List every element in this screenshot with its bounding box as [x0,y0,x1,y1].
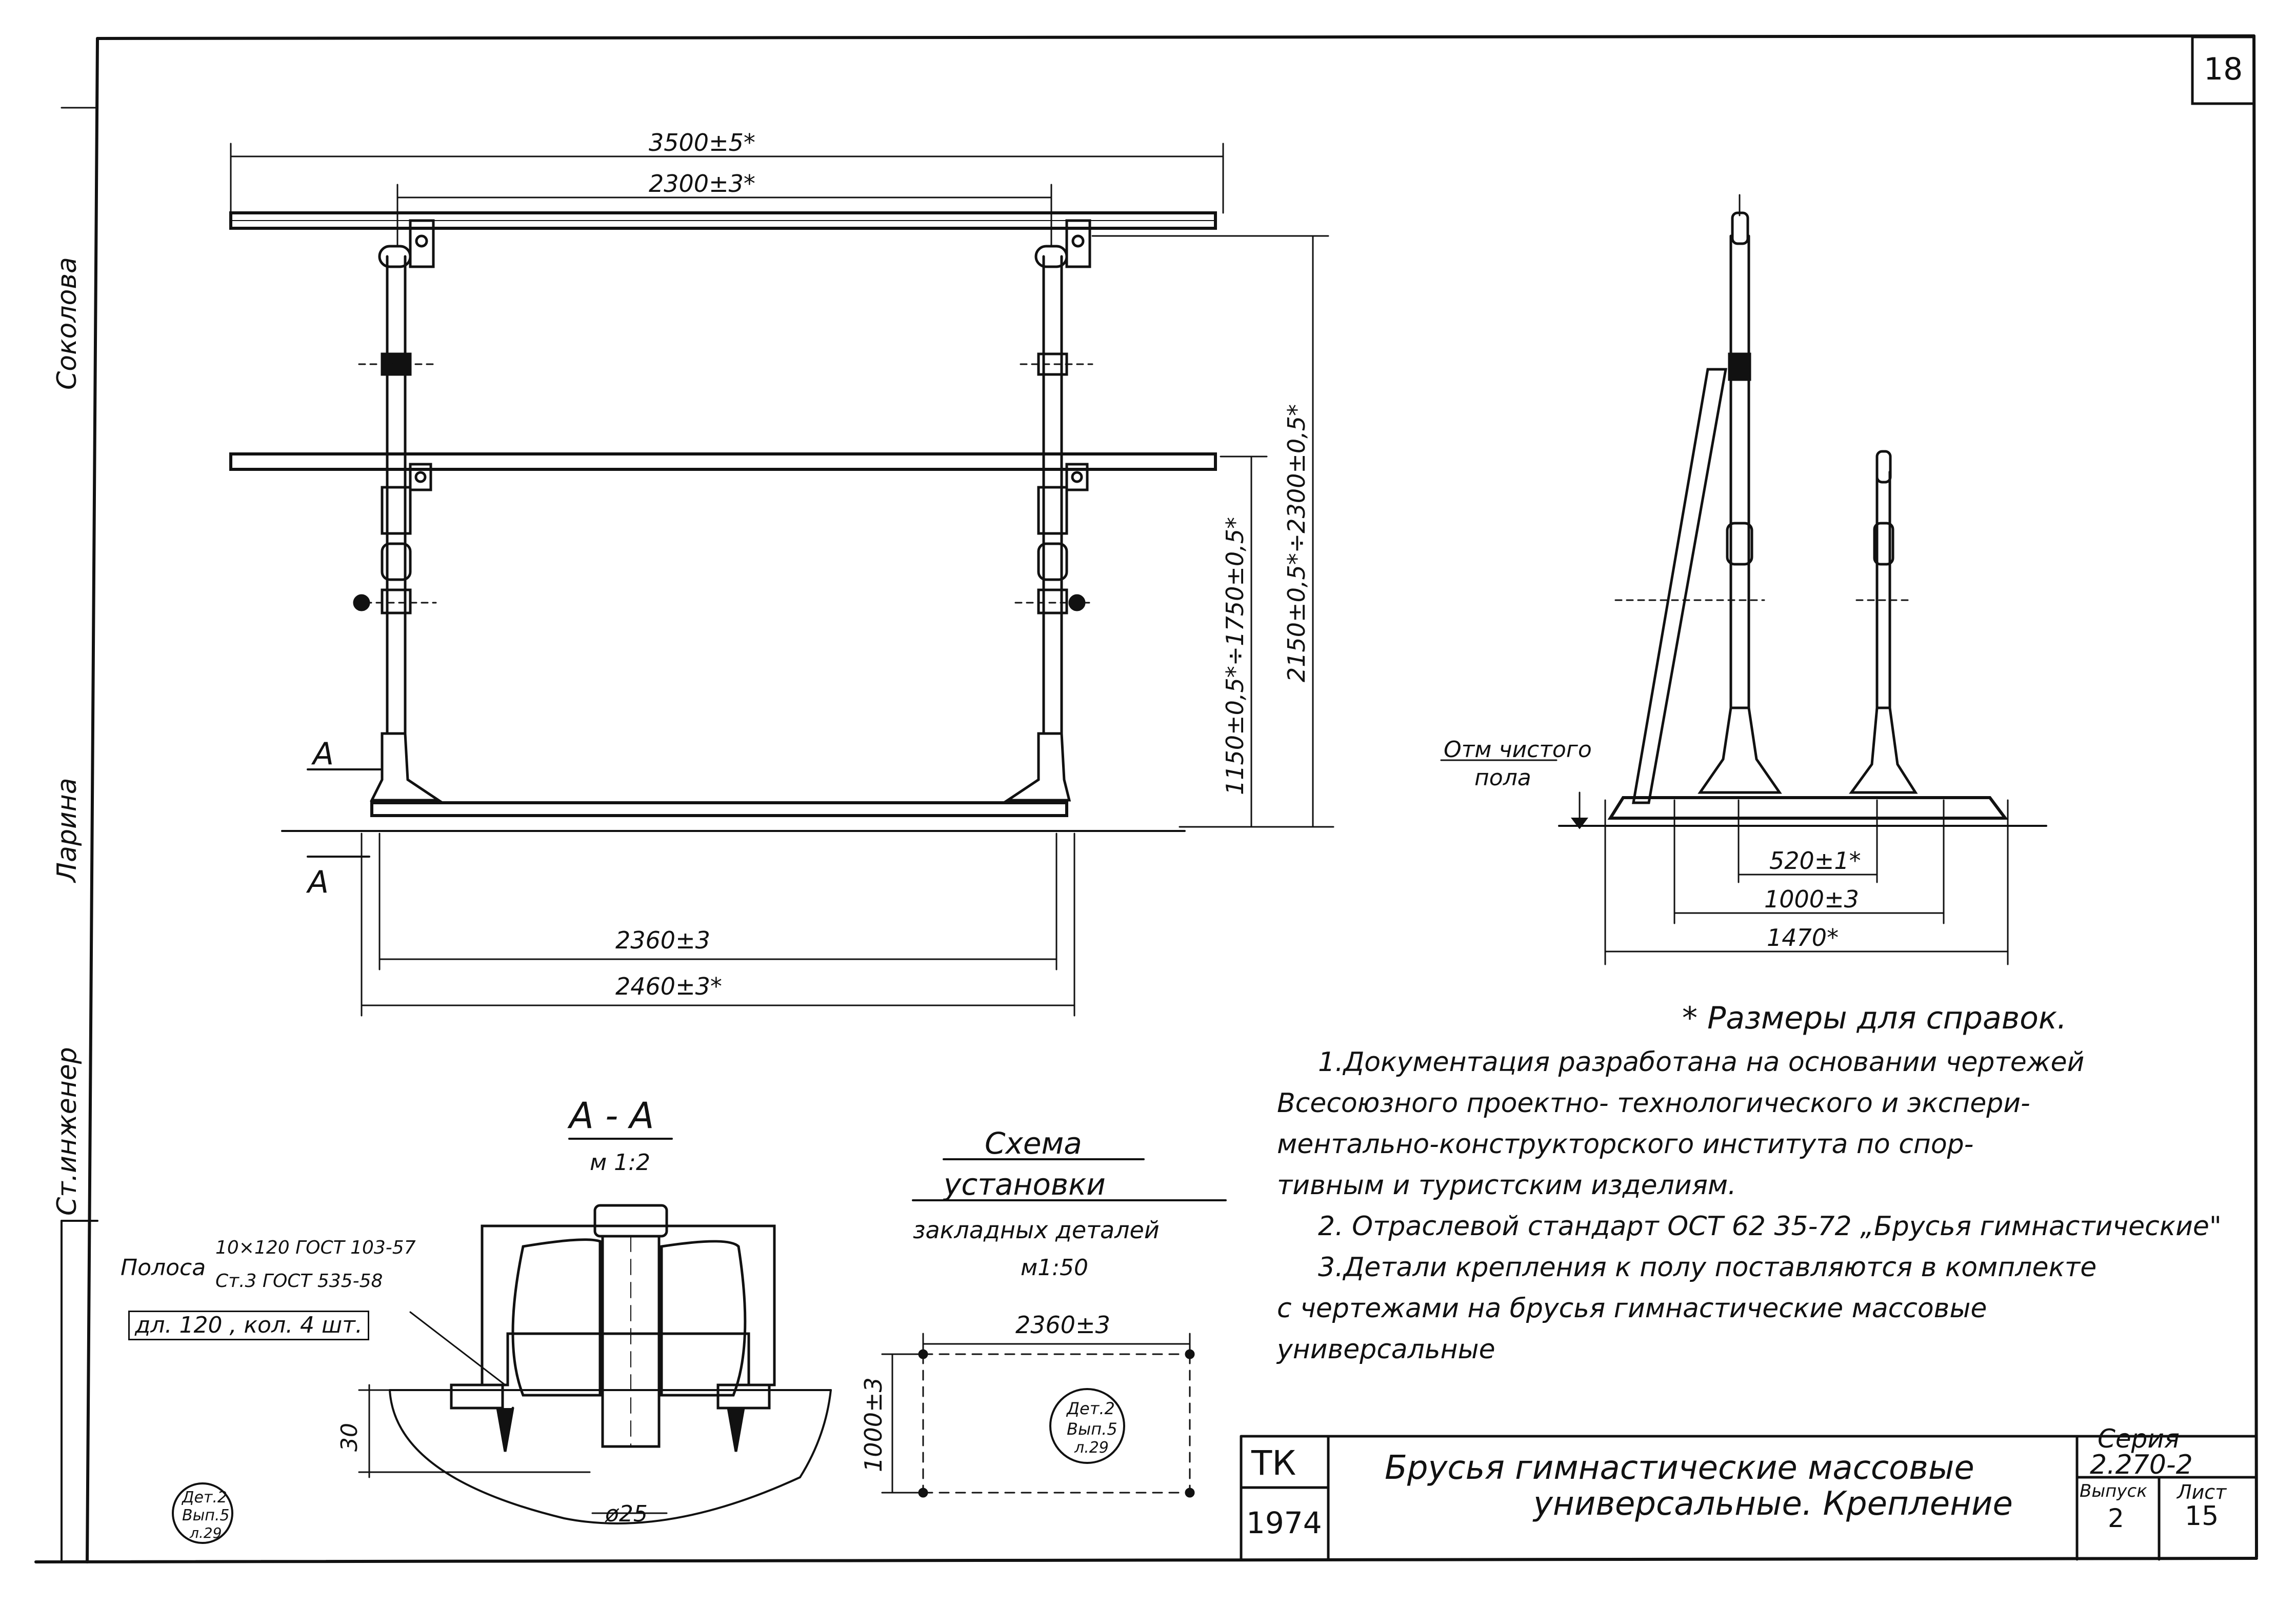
section-aa [172,1138,832,1544]
section-mark-a-bottom: А [308,864,329,900]
note-line-5: 2. Отраслевой стандарт ОСТ 62 35-72 „Бру… [1318,1211,2222,1242]
sheet-number: 18 [2204,51,2243,87]
floor-label-2: пола [1474,765,1531,791]
scheme-title-2: установки [944,1167,1106,1202]
note-line-6: 3.Детали крепления к полу поставляются в… [1318,1252,2097,1283]
scheme-title-3: закладных деталей [913,1216,1160,1244]
scheme-detail-ref-2: Вып.5 [1067,1419,1117,1439]
dim-2460: 2460±3* [615,973,722,1000]
scheme-detail-ref-3: л.29 [1074,1439,1109,1457]
section-detail-ref-3: л.29 [190,1524,222,1541]
strip-length: дл. 120 , кол. 4 шт. [128,1311,369,1340]
dim-520: 520±1* [1769,847,1861,875]
dim-2300: 2300±3* [649,170,755,197]
strip-spec-bottom: Ст.3 ГОСТ 535-58 [215,1271,383,1292]
section-detail-ref-2: Вып.5 [182,1507,230,1524]
front-dimensions [230,143,1334,1017]
margin-name-sokolova: Соколова [52,257,83,390]
strip-prefix: Полоса [121,1255,206,1281]
scheme-title-1: Схема [985,1126,1082,1161]
dim-30: 30 [336,1423,363,1452]
scheme [881,1158,1227,1498]
section-aa-scale: м 1:2 [590,1150,650,1176]
tb-series-value: 2.270-2 [2090,1450,2193,1480]
margin-name-larina: Ларина [52,778,83,882]
note-line-8: универсальные [1277,1334,1495,1365]
sheet-frame [34,34,2258,1563]
dim-1470: 1470* [1767,924,1839,952]
dim-height-high: 2150±0,5*÷2300±0,5* [1283,404,1310,682]
tb-issue-value: 2 [2108,1503,2124,1533]
side-dimensions [1440,759,2009,965]
dim-2360: 2360±3 [615,926,710,954]
ref-note: * Размеры для справок. [1682,1000,2067,1036]
tb-sheet-value: 15 [2185,1501,2219,1532]
title-block-frame [1240,1435,2258,1561]
front-view [229,211,1217,832]
strip-spec-top: 10×120 ГОСТ 103-57 [215,1237,416,1258]
dim-1000: 1000±3 [1764,885,1859,913]
section-mark-a-top: А [313,736,334,772]
dim-dia-25: ø25 [605,1501,648,1527]
scheme-dim-2360: 2360±3 [1015,1311,1110,1339]
tb-sheet-label: Лист [2177,1481,2227,1503]
note-line-7: с чертежами на брусья гимнастические мас… [1277,1293,1987,1324]
tb-issue-label: Выпуск [2080,1481,2147,1501]
dim-height-low: 1150±0,5*÷1750±0,5* [1221,517,1249,795]
note-line-4: тивным и туристским изделиям. [1277,1170,1736,1201]
section-detail-ref-1: Дет.2 [182,1489,227,1507]
scheme-detail-ref-1: Дет.2 [1067,1399,1115,1418]
side-view [1558,194,2047,829]
tb-series-label: Серия [2098,1424,2180,1454]
dim-3500: 3500±5* [649,129,755,156]
tb-title-2: универсальные. Крепление [1533,1485,2013,1523]
scheme-dim-1000: 1000±3 [860,1377,887,1472]
section-aa-title: А - А [569,1095,654,1137]
sheet-number-box [2191,35,2255,105]
floor-label-1: Отм чистого [1444,737,1592,763]
tb-title-1: Брусья гимнастические массовые [1385,1449,1974,1487]
tb-code: ТК [1251,1443,1296,1483]
scheme-scale: м1:50 [1021,1255,1088,1281]
margin-engineer: Ст.инженер [52,1047,83,1216]
note-line-1: 1.Документация разработана на основании … [1318,1047,2085,1078]
tb-year: 1974 [1246,1505,1322,1540]
note-line-3: ментально-конструкторского института по … [1277,1129,1974,1160]
note-line-2: Всесоюзного проектно- технологического и… [1277,1088,2030,1119]
